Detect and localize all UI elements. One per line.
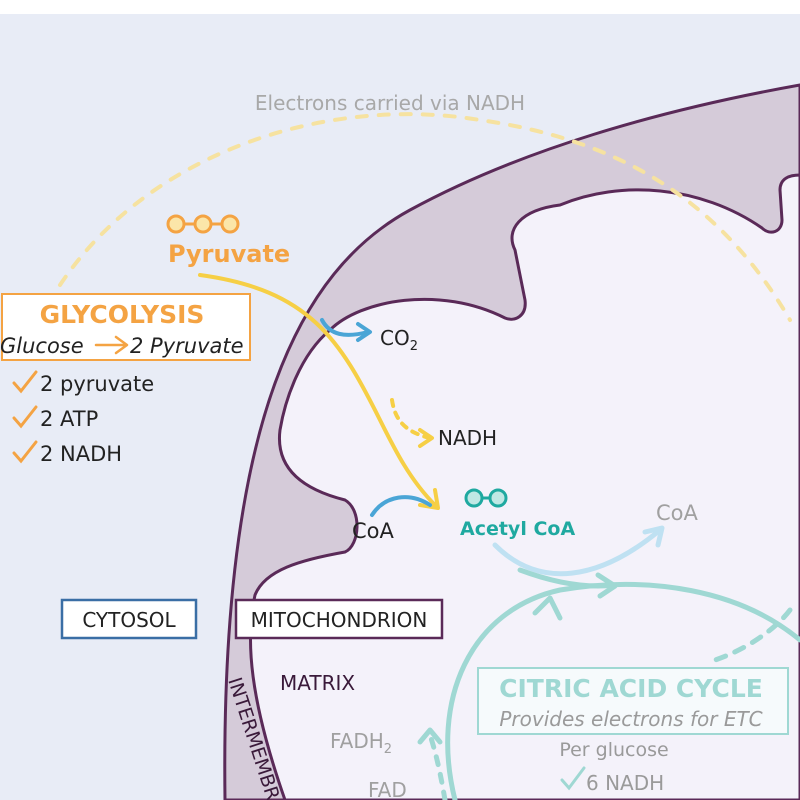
glycolysis-equation-arrow [94,335,129,355]
citric-cycle-dashed-branch [712,607,793,663]
pyruvate-molecule-icon [166,214,240,234]
check-icon [12,440,38,464]
check-item: 2 ATP [40,407,98,431]
glycolysis-checklist: 2 pyruvate 2 ATP 2 NADH [12,370,154,466]
coa-out-arrowhead [642,525,665,548]
glycolysis-box [1,293,251,361]
nadh-arrowhead [418,428,434,448]
citric-acid-cycle-box [477,667,789,735]
acetylcoa-label: Acetyl CoA [460,518,575,540]
citric-cycle-entry-arrowhead [595,572,618,599]
coa-in-arrow [370,495,432,517]
check-item: 2 NADH [40,442,122,466]
fadh2-label: FADH2 [330,729,392,757]
mitochondrion-box [234,598,444,640]
acetylcoa-molecule-icon [464,488,508,508]
pyruvate-to-acetylcoa-arrow [198,273,437,507]
citric-acid-cycle-subtitle: Provides electrons for ETC [499,707,762,731]
electrons-nadh-label: Electrons carried via NADH [255,91,525,115]
glycolysis-title: GLYCOLYSIS [40,300,205,329]
check-item: 2 pyruvate [40,372,154,396]
citric-acid-cycle-title: CITRIC ACID CYCLE [499,674,763,703]
per-glucose-label: Per glucose [559,739,668,761]
coa-in-label: CoA [352,519,395,543]
citric-cycle-arrowhead-left [532,595,563,621]
fadh2-dashed-branch [427,732,448,800]
nadh-side-arrow [390,398,432,440]
check-icon [12,370,38,394]
check-icon [560,766,586,791]
citric-cycle-entry-arrow [517,567,618,589]
nadh-electron-arc [58,112,792,322]
citric-cycle-ring [445,581,800,800]
glycolysis-equation-right: 2 Pyruvate [130,334,244,358]
coa-out-arrow [492,527,663,577]
acetylcoa-arrowhead [418,488,440,510]
co2-label: CO2 [380,326,418,354]
mitochondrion-label: MITOCHONDRION [251,608,428,632]
matrix-label: MATRIX [280,671,355,695]
fad-label: FAD [368,778,407,800]
nadh-label: NADH [438,426,497,450]
inner-membrane [248,173,800,800]
check-icon [12,405,38,429]
glycolysis-equation-left: Glucose [0,334,84,358]
cytosol-box [60,598,198,640]
fadh2-arrowhead [417,727,443,745]
pyruvate-label: Pyruvate [168,240,290,268]
co2-arrowhead [356,322,372,342]
citric-check-item: 6 NADH [586,771,664,795]
cytosol-label: CYTOSOL [82,608,176,632]
co2-arrow [320,318,370,337]
coa-out-label: CoA [656,501,699,525]
